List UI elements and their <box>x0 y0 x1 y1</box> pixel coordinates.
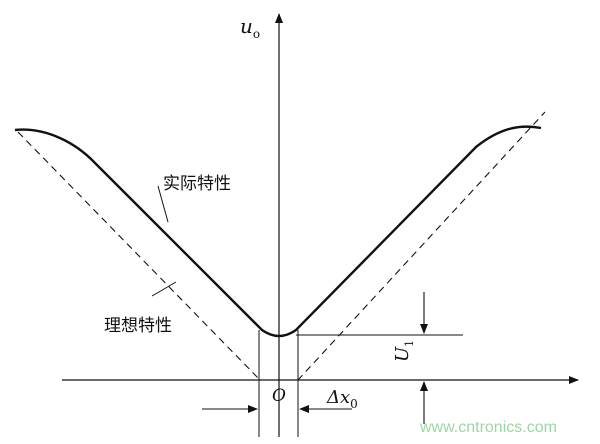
dead-zone-label: Δx0 <box>326 387 358 411</box>
actual-characteristic-curve <box>14 125 542 338</box>
ideal-label-leader <box>151 281 177 297</box>
origin-label: O <box>272 386 286 406</box>
watermark: www.cntronics.com <box>419 419 557 436</box>
ideal-characteristic-curve <box>17 111 546 381</box>
actual-label-leader <box>157 185 169 223</box>
u1-label: U1 <box>392 340 416 362</box>
y-axis-label: uo <box>240 14 260 41</box>
actual-characteristic-label: 实际特性 <box>163 174 231 194</box>
svg-text:U1: U1 <box>392 340 416 362</box>
ideal-characteristic-label: 理想特性 <box>104 316 172 336</box>
